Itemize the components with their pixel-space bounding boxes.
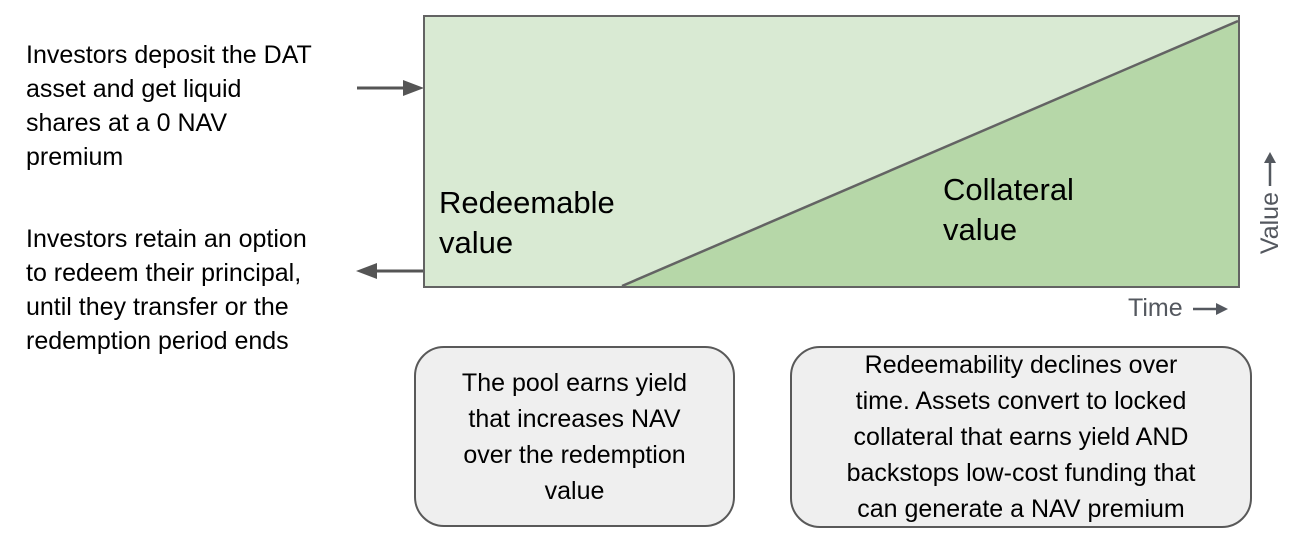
redeemable-value-region-label: Redeemable value <box>439 185 615 260</box>
collateral-region-shape <box>621 19 1238 286</box>
right-arrow-icon <box>357 80 424 96</box>
right-arrow-icon <box>1192 302 1228 315</box>
pool-yield-callout: The pool earns yield that increases NAV … <box>414 346 735 527</box>
value-axis-label-group: Value <box>1247 152 1293 282</box>
time-axis-label-group: Time <box>1128 294 1229 323</box>
redeemability-declines-callout: Redeemability declines over time. Assets… <box>790 346 1252 528</box>
collateral-value-region-label: Collateral value <box>943 172 1074 247</box>
time-axis-label: Time <box>1128 294 1183 322</box>
deposit-annotation: Investors deposit the DAT asset and get … <box>26 41 312 171</box>
redeem-option-annotation: Investors retain an option to redeem the… <box>26 225 307 355</box>
value-axis-label: Value <box>1255 192 1284 255</box>
value-over-time-chart: Redeemable value Collateral value <box>423 15 1240 288</box>
left-arrow-icon <box>356 263 423 279</box>
up-arrow-icon <box>1264 152 1276 186</box>
